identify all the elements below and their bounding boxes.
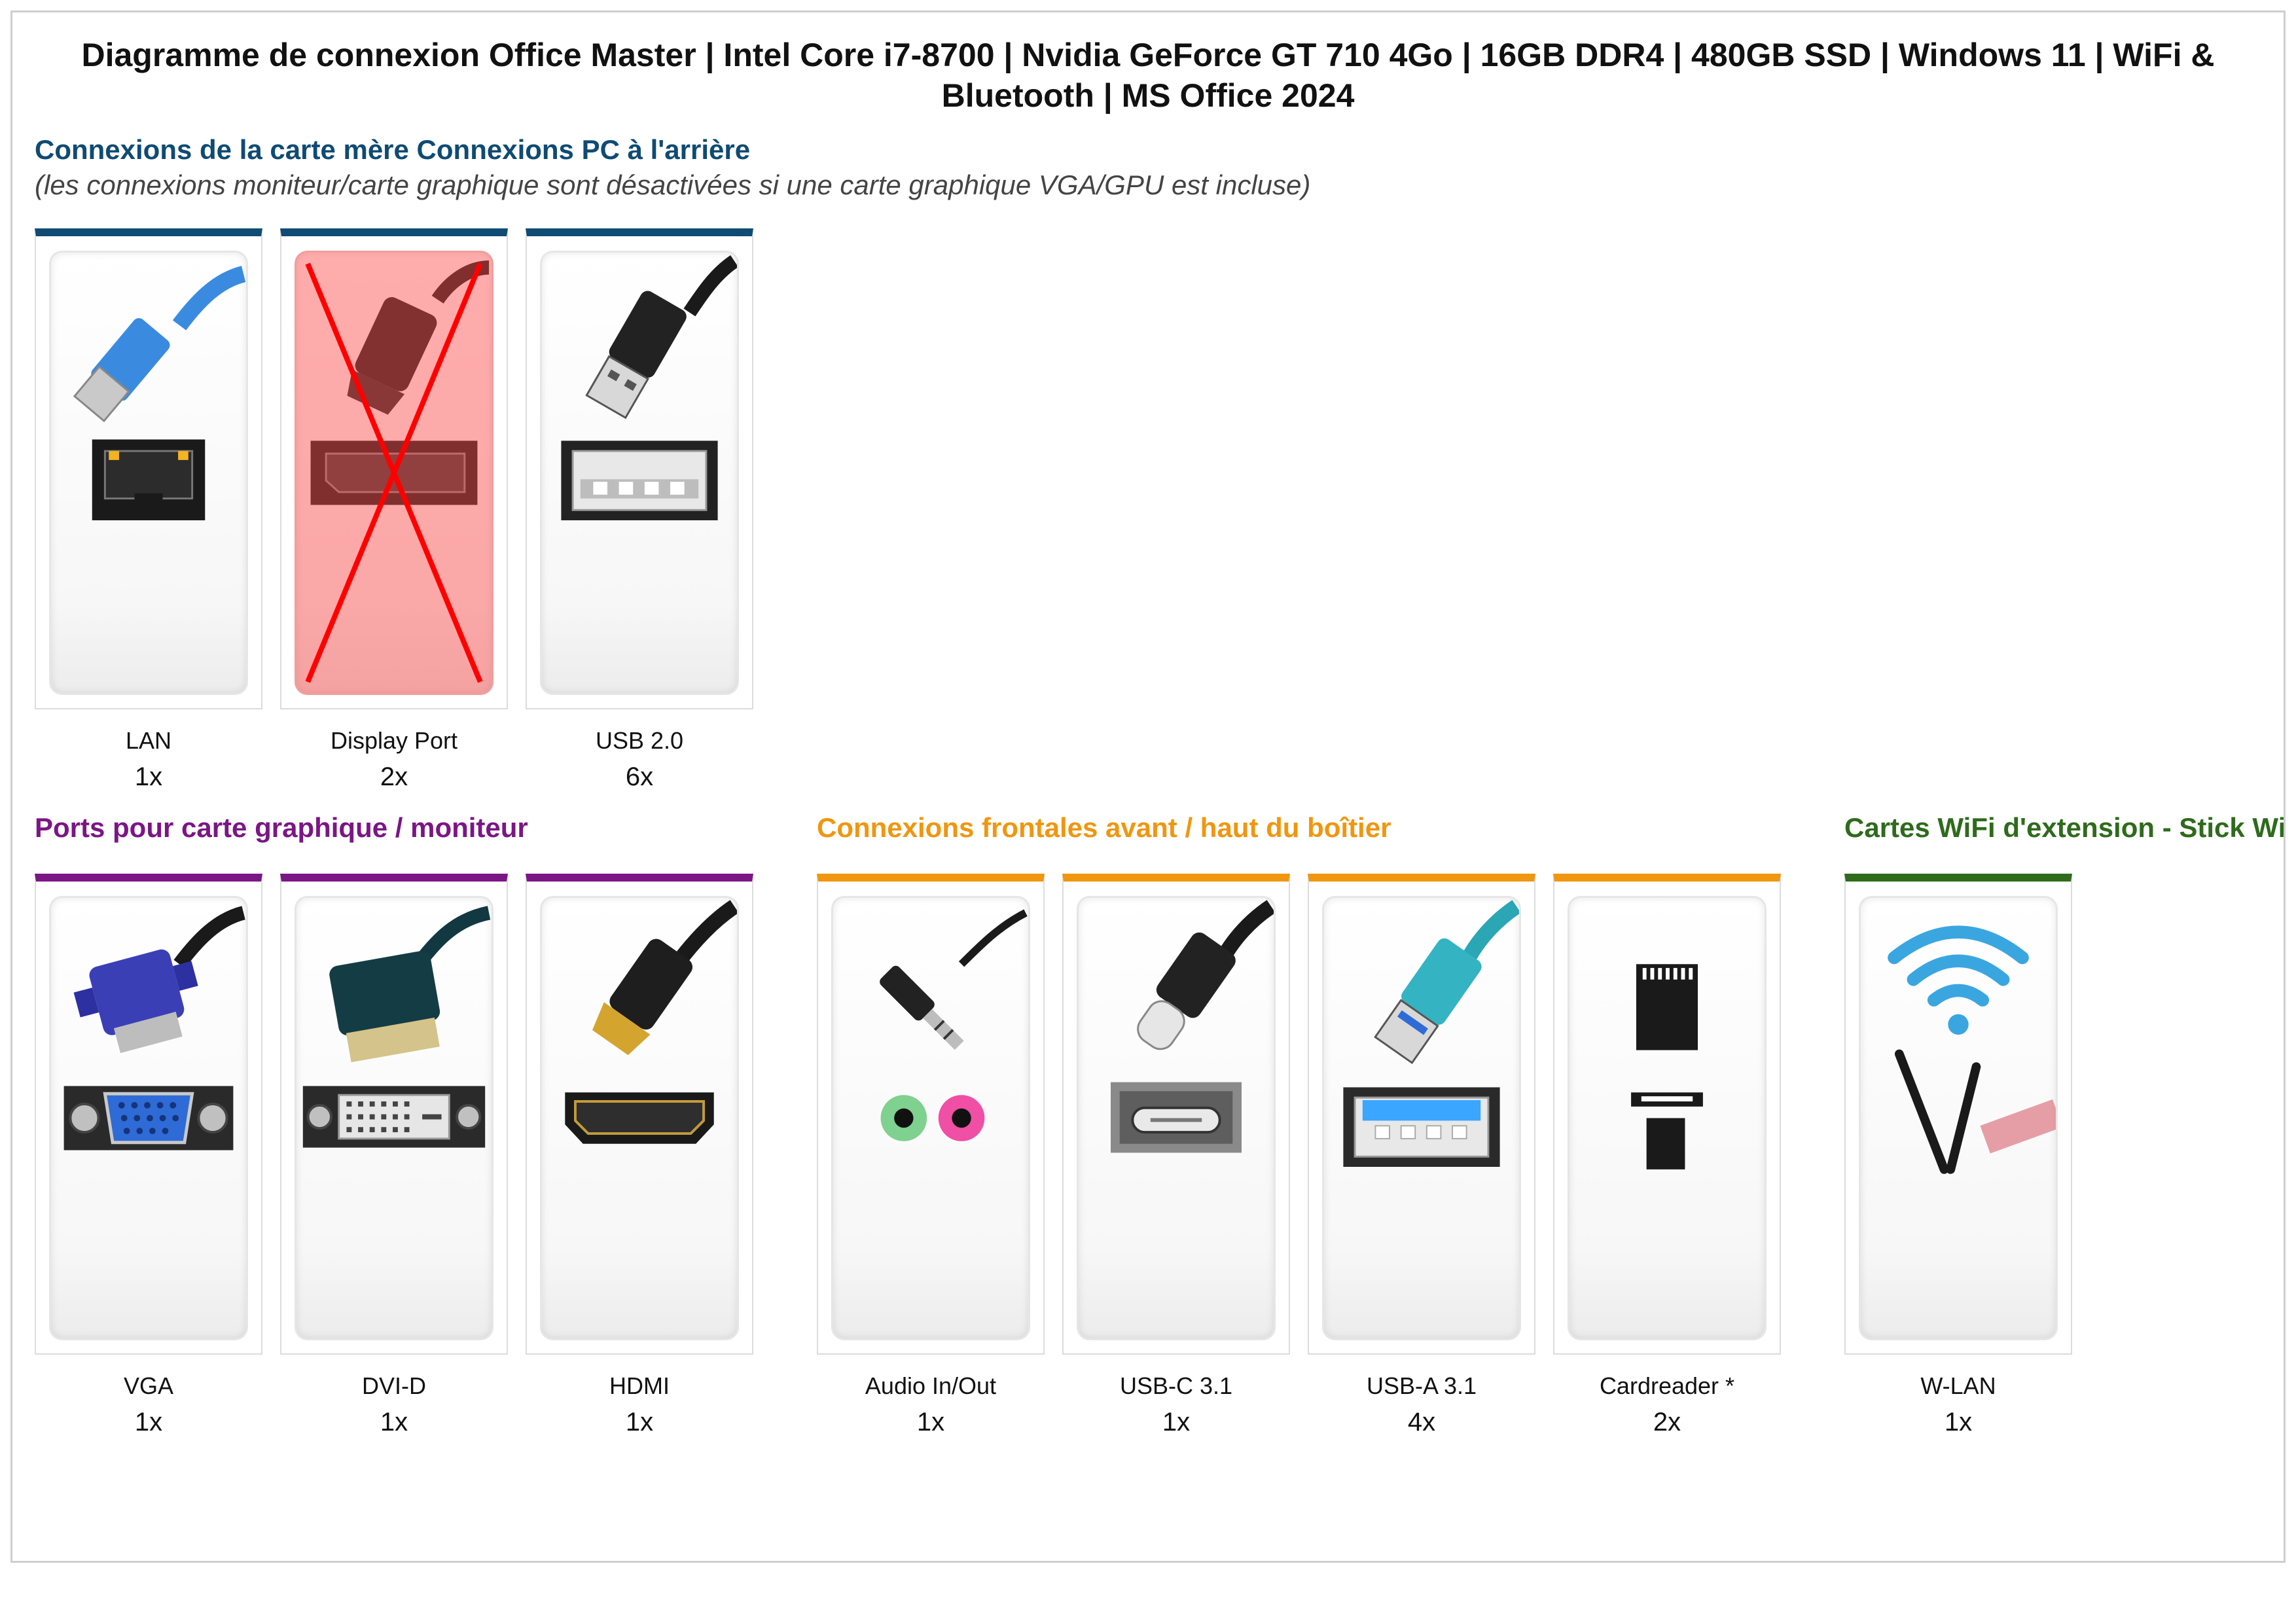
- disabled-overlay: [295, 251, 493, 695]
- wifi-section-heading: Cartes WiFi d'extension - Stick WiFi: [1844, 812, 2286, 843]
- port-label-lan: LAN: [125, 727, 172, 754]
- hdmi-port-icon: [540, 896, 739, 1340]
- usb-c-icon: [1077, 896, 1276, 1340]
- port-card-hdmi: [526, 874, 753, 1355]
- port-card-audio: [817, 874, 1045, 1355]
- port-card-usb-2: [526, 228, 753, 709]
- usb-a-3-icon: [1322, 896, 1521, 1340]
- port-card-dvi-d: [280, 874, 508, 1355]
- port-card-lan: [35, 228, 262, 709]
- port-count-displayport: 2x: [380, 762, 408, 791]
- port-count-dvi-d: 1x: [380, 1408, 408, 1436]
- audio-jack-icon: [831, 896, 1030, 1340]
- usb-2-icon: [540, 251, 739, 695]
- motherboard-section-heading: Connexions de la carte mère Connexions P…: [35, 134, 751, 165]
- port-card-displayport: [280, 228, 508, 709]
- page-title: Diagramme de connexion Office Master | I…: [81, 37, 2215, 114]
- lan-port-icon: [49, 251, 248, 695]
- port-count-usb-2: 6x: [625, 762, 654, 791]
- port-count-audio: 1x: [916, 1408, 945, 1436]
- port-label-wlan: W-LAN: [1920, 1372, 1996, 1399]
- dvi-d-port-icon: [295, 896, 493, 1340]
- front-section-heading: Connexions frontales avant / haut du boî…: [817, 812, 1391, 843]
- port-count-hdmi: 1x: [625, 1408, 654, 1436]
- port-card-cardreader: [1553, 874, 1781, 1355]
- port-label-usb-2: USB 2.0: [595, 727, 684, 754]
- sd-card-icon: [1568, 896, 1767, 1340]
- port-label-dvi-d: DVI-D: [362, 1372, 426, 1399]
- port-count-lan: 1x: [134, 762, 163, 791]
- port-label-hdmi: HDMI: [609, 1372, 670, 1399]
- port-label-usb-a: USB-A 3.1: [1366, 1372, 1477, 1399]
- port-count-usb-a: 4x: [1407, 1408, 1436, 1436]
- port-card-wlan: [1844, 874, 2072, 1355]
- port-count-vga: 1x: [134, 1408, 163, 1436]
- port-label-cardreader: Cardreader *: [1599, 1372, 1735, 1399]
- connection-diagram-sheet: Diagramme de connexion Office Master | I…: [10, 10, 2286, 1563]
- port-card-usb-a: [1308, 874, 1535, 1355]
- port-label-displayport: Display Port: [330, 727, 458, 754]
- vga-port-icon: [49, 896, 248, 1340]
- port-card-usb-c: [1062, 874, 1290, 1355]
- port-label-usb-c: USB-C 3.1: [1119, 1372, 1233, 1399]
- port-count-usb-c: 1x: [1162, 1408, 1191, 1436]
- motherboard-section-subtitle: (les connexions moniteur/carte graphique…: [35, 169, 1311, 200]
- wifi-antenna-icon: [1859, 896, 2058, 1340]
- port-count-wlan: 1x: [1944, 1408, 1973, 1436]
- port-label-audio: Audio In/Out: [865, 1372, 997, 1399]
- graphics-section-heading: Ports pour carte graphique / moniteur: [35, 812, 528, 843]
- port-count-cardreader: 2x: [1653, 1408, 1681, 1436]
- port-card-vga: [35, 874, 262, 1355]
- port-label-vga: VGA: [123, 1372, 174, 1399]
